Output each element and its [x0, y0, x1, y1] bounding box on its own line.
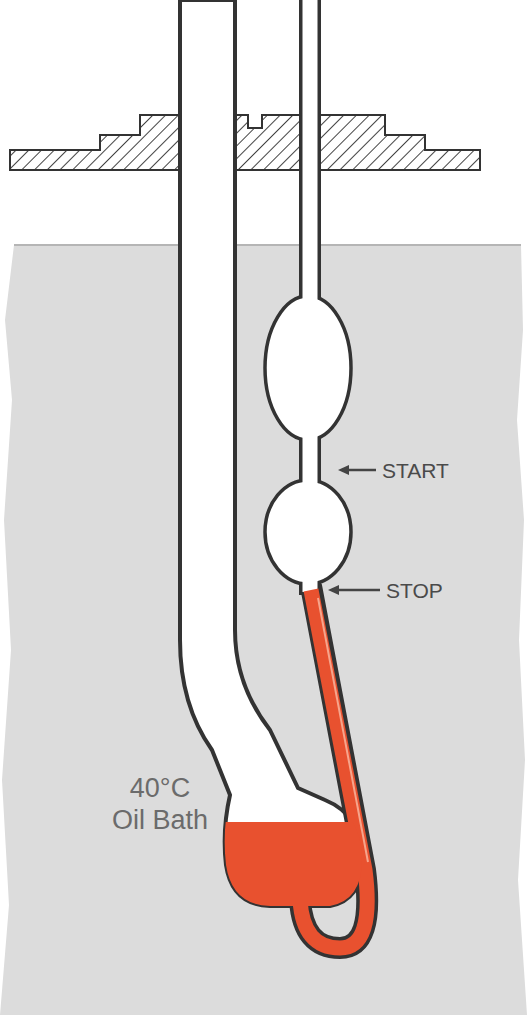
text-label: START — [382, 458, 449, 483]
text-label: STOP — [386, 578, 443, 603]
sample-liquid — [200, 822, 380, 922]
oil-bath — [0, 245, 527, 1015]
text-label: 40°C Oil Bath — [111, 772, 209, 837]
bath-surface — [14, 244, 521, 246]
capillary-bore — [303, 0, 318, 592]
liquid-highlight — [318, 598, 368, 862]
pointer-arrow — [328, 465, 380, 595]
wide-tube — [180, 0, 362, 906]
holder-plate — [10, 115, 480, 170]
